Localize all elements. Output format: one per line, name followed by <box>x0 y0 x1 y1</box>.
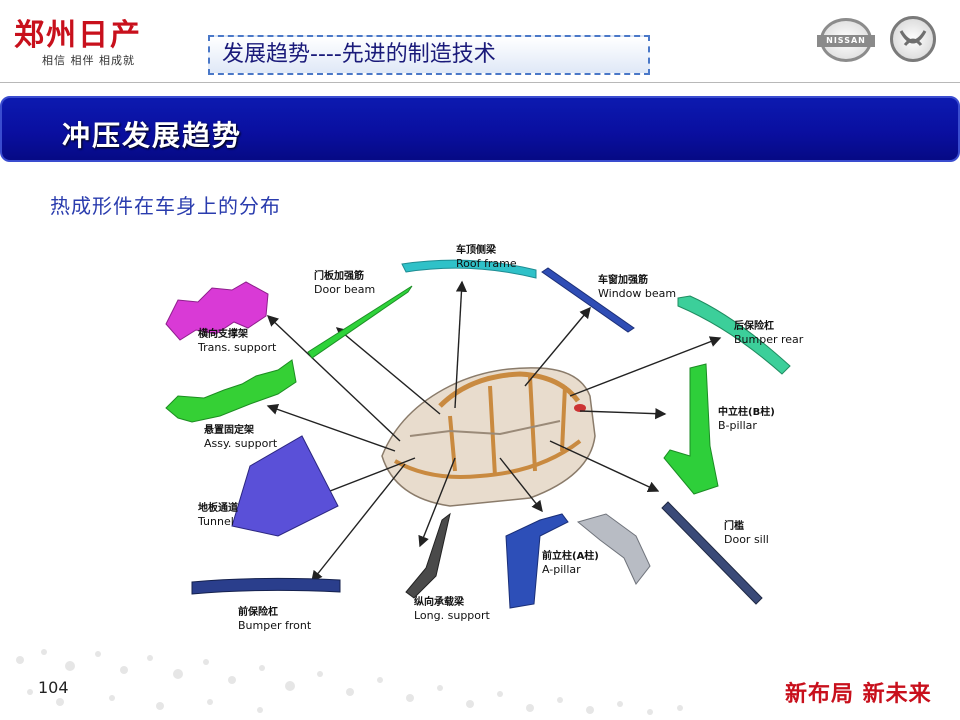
label-b-pillar: 中立柱(B柱)B-pillar <box>718 407 775 432</box>
arrow-bumper-front <box>311 463 406 583</box>
nissan-logo-text: NISSAN <box>817 35 875 47</box>
arrow-b-pillar <box>579 408 667 420</box>
a-pillar-part <box>505 513 569 609</box>
arrow-door-sill <box>549 440 660 492</box>
bumper-front-part <box>191 577 341 595</box>
footer-dot-pattern <box>16 649 683 715</box>
arrow-door-beam <box>335 327 441 415</box>
assy-support-part <box>165 359 297 423</box>
arrow-long-support <box>418 457 456 548</box>
door-beam-part <box>307 285 413 359</box>
brand-name: 郑州日产 <box>14 18 142 53</box>
slide-subtitle: 热成形件在车身上的分布 <box>50 194 281 218</box>
page-number: 104 <box>38 678 69 697</box>
brand-slogan: 相信 相伴 相成就 <box>42 54 135 67</box>
nissan-logo-icon: NISSAN <box>817 18 875 62</box>
footer-slogan: 新布局 新未来 <box>785 682 932 707</box>
arrow-a-pillar <box>499 457 543 513</box>
dongfeng-logo-icon <box>890 16 936 62</box>
door-sill-part <box>661 501 763 605</box>
slide-title: 冲压发展趋势 <box>62 119 243 152</box>
arrow-bumper-rear <box>569 336 722 397</box>
trans-support-part <box>165 281 269 341</box>
b-pillar-part <box>663 363 719 495</box>
label-a-pillar: 前立柱(A柱)A-pillar <box>542 551 599 576</box>
tunnel-part <box>231 435 339 537</box>
section-heading: 发展趋势----先进的制造技术 <box>208 35 650 75</box>
arrow-assy-support <box>266 403 396 452</box>
arrow-window-beam <box>524 306 591 387</box>
title-banner <box>0 96 960 162</box>
arrow-roof-frame <box>454 280 468 409</box>
long-support-part <box>405 512 451 599</box>
arrow-trans-support <box>266 315 401 442</box>
car-body-icon <box>381 367 596 507</box>
bumper-rear-part <box>677 295 791 375</box>
a-pillar-inner-part <box>576 513 651 585</box>
header-divider <box>0 82 960 83</box>
roof-frame-part <box>401 259 537 279</box>
window-beam-part <box>541 267 635 333</box>
